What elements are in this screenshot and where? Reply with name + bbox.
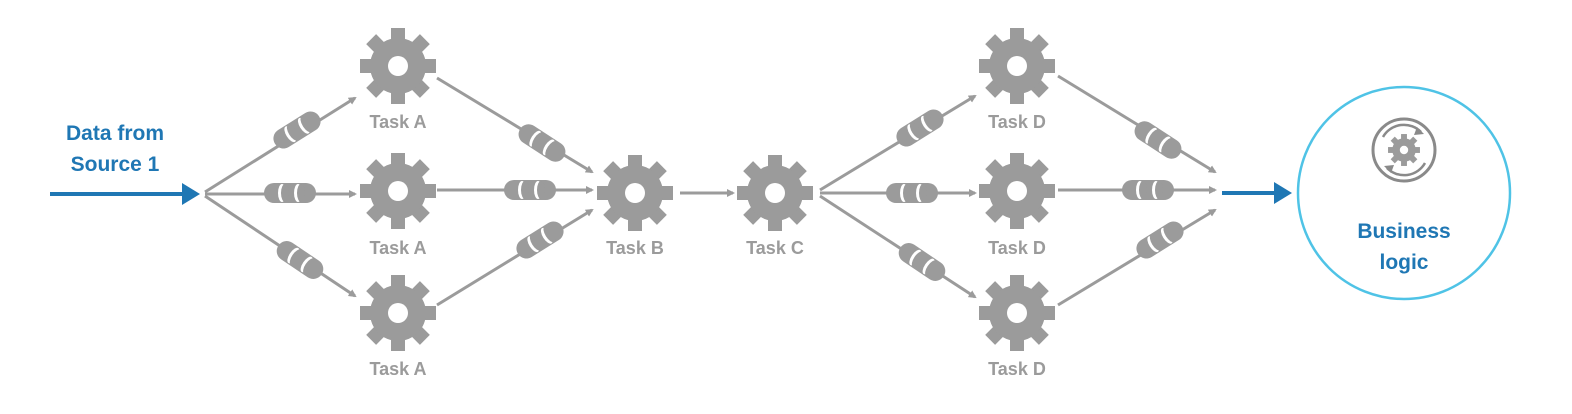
queue-icon bbox=[272, 237, 328, 283]
queue-icon bbox=[894, 239, 950, 285]
business-logic-node bbox=[1296, 85, 1512, 301]
queue-icon bbox=[504, 180, 556, 200]
source-label-line1: Data from bbox=[65, 122, 165, 145]
task-d-top-gear-icon bbox=[979, 28, 1055, 104]
task-b-gear-icon bbox=[597, 155, 673, 231]
task-d-mid-label: Task D bbox=[988, 238, 1046, 258]
source-arrow bbox=[50, 183, 200, 205]
business-logic-line1: Business bbox=[1357, 220, 1451, 243]
task-c-label: Task C bbox=[746, 238, 804, 258]
task-a-top-gear-icon bbox=[360, 28, 436, 104]
task-a-bottom-label: Task A bbox=[369, 359, 427, 379]
task-c-gear-icon bbox=[737, 155, 813, 231]
task-d-bottom-label: Task D bbox=[988, 359, 1046, 379]
task-a-bottom-gear-icon bbox=[360, 275, 436, 351]
task-a-mid-gear-icon bbox=[360, 153, 436, 229]
task-d-top-label: Task D bbox=[988, 112, 1046, 132]
task-a-mid-label: Task A bbox=[369, 238, 427, 258]
source-label: Data from Source 1 bbox=[40, 118, 190, 180]
queue-icon bbox=[514, 120, 570, 166]
task-d-bottom-gear-icon bbox=[979, 275, 1055, 351]
queue-icon bbox=[512, 217, 568, 263]
queue-icon bbox=[1122, 180, 1174, 200]
queue-icon bbox=[892, 105, 948, 151]
queue-icon bbox=[1132, 217, 1188, 263]
queue-icon bbox=[886, 183, 938, 203]
source-label-line2: Source 1 bbox=[70, 153, 160, 176]
task-a-top-label: Task A bbox=[369, 112, 427, 132]
business-logic-line2: logic bbox=[1379, 251, 1429, 274]
queue-icon bbox=[1130, 117, 1186, 163]
task-b-label: Task B bbox=[606, 238, 664, 258]
cycle-gear-icon bbox=[1371, 117, 1437, 183]
queue-icon bbox=[264, 183, 316, 203]
task-d-mid-gear-icon bbox=[979, 153, 1055, 229]
output-arrow bbox=[1222, 182, 1292, 204]
queue-icon bbox=[269, 107, 325, 153]
business-logic-label: Business logic bbox=[1329, 216, 1479, 278]
